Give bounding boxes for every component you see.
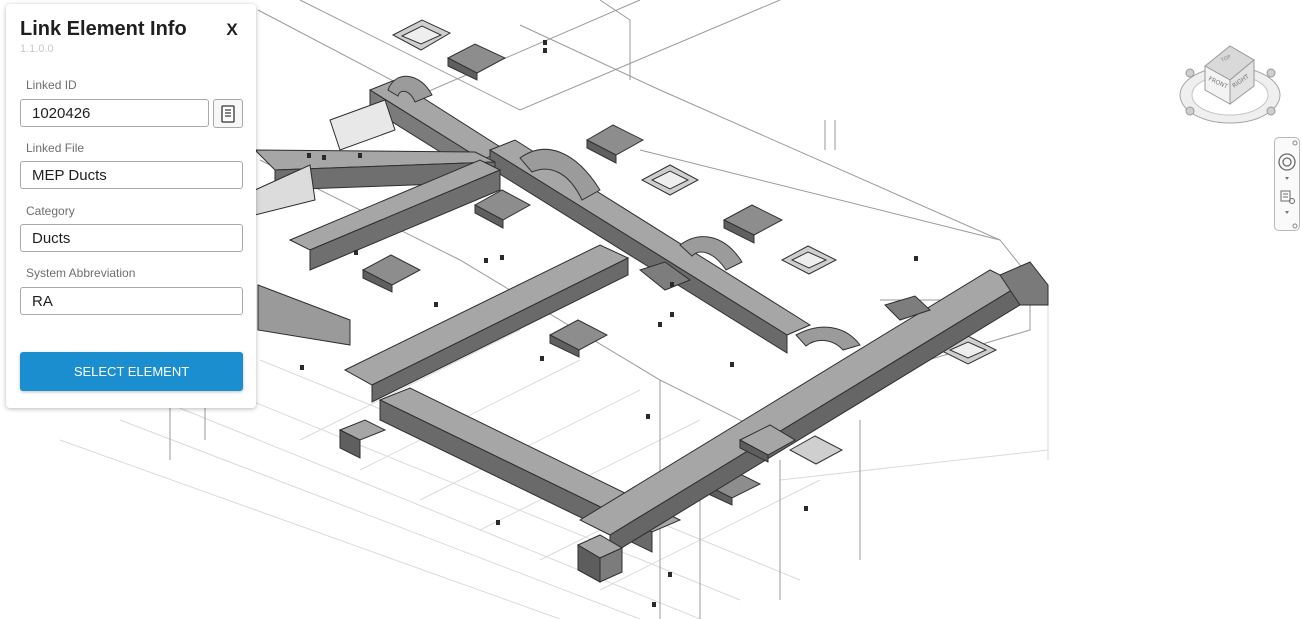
select-element-button[interactable]: SELECT ELEMENT: [20, 352, 243, 391]
linked-file-label: Linked File: [26, 141, 85, 155]
close-button[interactable]: X: [226, 20, 238, 39]
system-abbreviation-field[interactable]: RA: [20, 287, 243, 315]
nav-bar-settings-icon[interactable]: [1292, 223, 1298, 229]
full-navigation-wheel-icon[interactable]: [1278, 153, 1296, 171]
category-label: Category: [26, 204, 75, 218]
dropdown-arrow-icon[interactable]: [1285, 177, 1289, 180]
dropdown-arrow-icon[interactable]: [1285, 211, 1289, 214]
link-element-info-panel: Link Element Info 1.1.0.0 X Linked ID 10…: [6, 4, 256, 408]
panel-version: 1.1.0.0: [20, 43, 54, 55]
linked-file-field[interactable]: MEP Ducts: [20, 161, 243, 189]
zoom-window-icon[interactable]: [1280, 190, 1295, 204]
system-abbreviation-label: System Abbreviation: [26, 266, 136, 280]
clipboard-icon: [221, 104, 235, 123]
category-field[interactable]: Ducts: [20, 224, 243, 252]
linked-id-field[interactable]: 1020426: [20, 99, 209, 127]
linked-id-label: Linked ID: [26, 78, 77, 92]
duct-network: [253, 79, 1049, 583]
flex-ducts: [387, 75, 861, 351]
navigation-bar: [1274, 137, 1300, 231]
panel-title: Link Element Info: [20, 18, 187, 40]
fixtures: [300, 40, 918, 607]
nav-bar-pin-icon[interactable]: [1292, 140, 1298, 146]
diffusers: [361, 19, 998, 506]
view-cube-top-label: TOP: [1219, 54, 1232, 64]
copy-id-button[interactable]: [213, 99, 243, 128]
view-cube[interactable]: TOP FRONT RIGHT: [1179, 45, 1281, 124]
